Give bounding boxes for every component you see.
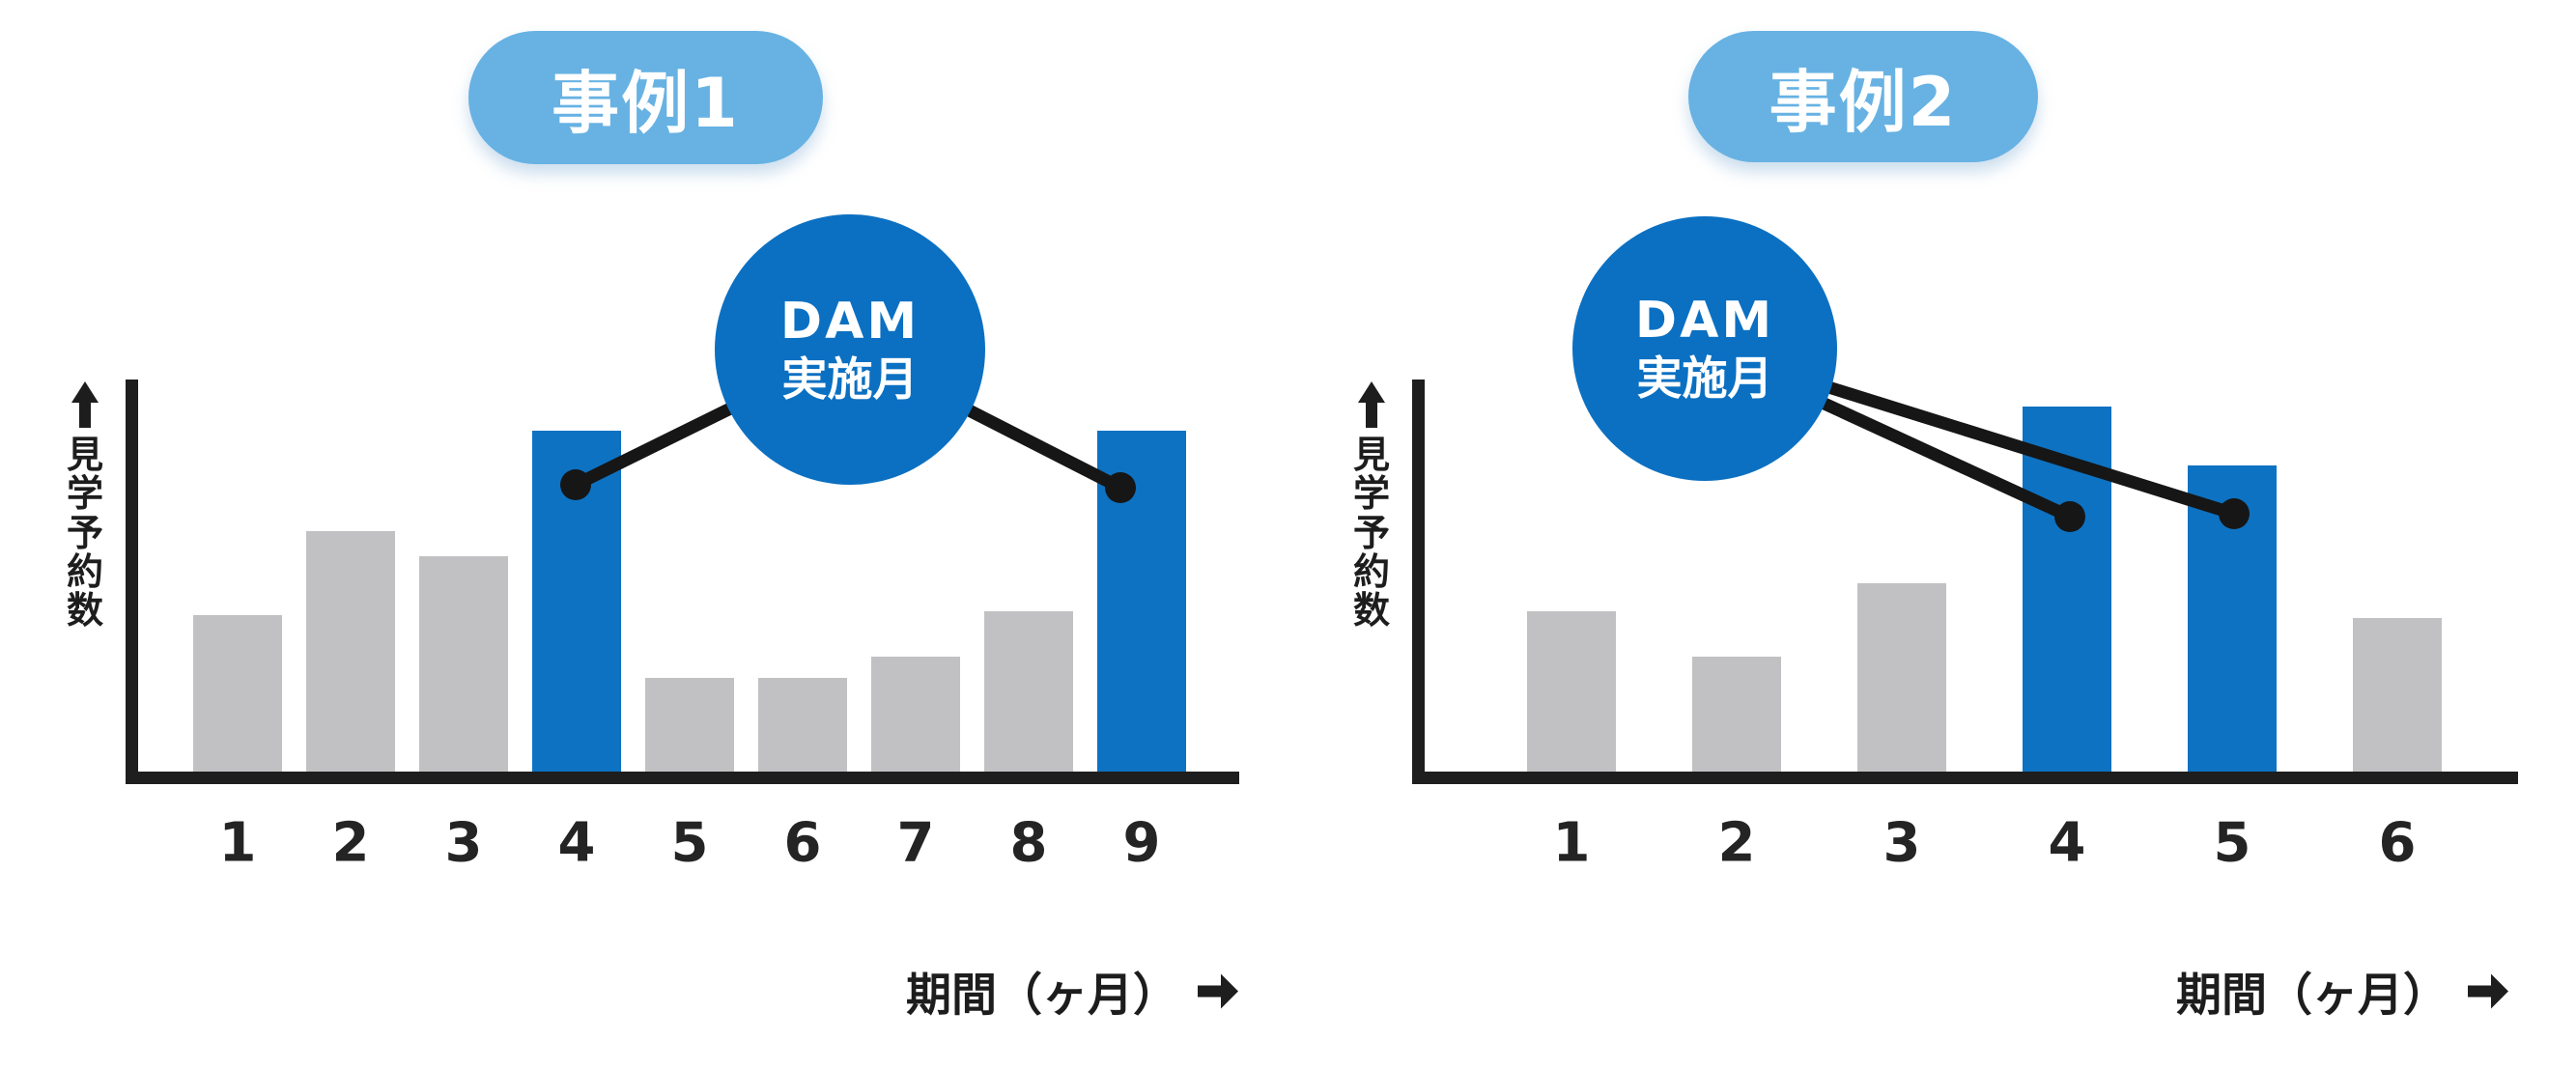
case2-bar-month-6 bbox=[2353, 618, 2442, 778]
case1-badge-label: 事例1 bbox=[552, 63, 740, 143]
case2-tick-6: 6 bbox=[2378, 811, 2417, 875]
case1-ylabel-char: 見 bbox=[66, 434, 104, 476]
case2-connector-dot-4 bbox=[2054, 501, 2085, 532]
case1-bar-month-5 bbox=[645, 678, 734, 778]
up-arrow-icon bbox=[1357, 381, 1385, 428]
case2-tick-4: 4 bbox=[2048, 811, 2086, 875]
case1-connector-dot-9 bbox=[1105, 472, 1136, 503]
case1-bar-month-1 bbox=[193, 615, 282, 778]
case1-tick-7: 7 bbox=[896, 811, 935, 875]
case2-connector-dot-5 bbox=[2219, 498, 2250, 529]
case1-tick-3: 3 bbox=[444, 811, 483, 875]
case2-tick-1: 1 bbox=[1552, 811, 1591, 875]
case1-ylabel-char: 予 bbox=[66, 511, 104, 554]
case2-ylabel-char: 予 bbox=[1352, 511, 1391, 554]
case2-ylabel-char: 数 bbox=[1352, 589, 1391, 633]
case1-bar-month-8 bbox=[984, 611, 1073, 778]
case1-tick-2: 2 bbox=[331, 811, 370, 875]
case2-badge: 事例2 bbox=[1688, 31, 2038, 162]
case2-bar-month-3 bbox=[1857, 583, 1946, 778]
case1-tick-8: 8 bbox=[1009, 811, 1048, 875]
case2-ylabel-char: 約 bbox=[1352, 549, 1391, 593]
case1-x-axis bbox=[126, 772, 1239, 784]
case2-callout-line1: DAM bbox=[1634, 291, 1775, 350]
case1-ylabel-char: 数 bbox=[66, 589, 104, 633]
case1-bar-month-2 bbox=[306, 531, 395, 778]
case1-callout-line2: 実施月 bbox=[781, 353, 919, 408]
case2-tick-3: 3 bbox=[1882, 811, 1921, 875]
case1-bar-month-7 bbox=[871, 657, 960, 778]
case1-x-axis-label-text: 期間（ヶ月） bbox=[906, 969, 1178, 1023]
case2-badge-label: 事例2 bbox=[1769, 62, 1958, 142]
case1-connector-dot-4 bbox=[560, 469, 591, 500]
case2-bar-month-2 bbox=[1692, 657, 1781, 778]
case1-dam-callout: DAM 実施月 bbox=[715, 214, 985, 485]
case1-x-axis-label: 期間（ヶ月） bbox=[906, 958, 1238, 1025]
case1-tick-1: 1 bbox=[218, 811, 257, 875]
case2-tick-2: 2 bbox=[1717, 811, 1756, 875]
up-arrow-icon bbox=[71, 381, 99, 428]
case2-tick-5: 5 bbox=[2213, 811, 2251, 875]
case1-tick-9: 9 bbox=[1122, 811, 1161, 875]
case2-ylabel-char: 学 bbox=[1352, 472, 1391, 516]
case1-callout-line1: DAM bbox=[779, 292, 920, 351]
case1-tick-6: 6 bbox=[783, 811, 822, 875]
case2-bar-month-1 bbox=[1527, 611, 1616, 778]
case2-callout-line2: 実施月 bbox=[1636, 352, 1773, 407]
case2-ylabel-char: 見 bbox=[1352, 434, 1391, 476]
case1-tick-5: 5 bbox=[670, 811, 709, 875]
case2-y-axis-label-text: 見学予約数 bbox=[1352, 434, 1391, 633]
right-arrow-icon bbox=[1198, 971, 1238, 1010]
case1-ylabel-char: 約 bbox=[66, 549, 104, 593]
case1-y-axis-label: 見学予約数 bbox=[67, 381, 103, 630]
case2-y-axis bbox=[1412, 380, 1425, 784]
case2-dam-callout: DAM 実施月 bbox=[1572, 216, 1837, 481]
case1-y-axis bbox=[126, 380, 138, 784]
case2-y-axis-label: 見学予約数 bbox=[1353, 381, 1390, 630]
case1-bar-month-3 bbox=[419, 556, 508, 778]
case1-bar-month-6 bbox=[758, 678, 847, 778]
case1-tick-4: 4 bbox=[557, 811, 596, 875]
right-arrow-icon bbox=[2468, 971, 2508, 1010]
case2-x-axis bbox=[1412, 772, 2518, 784]
case1-y-axis-label-text: 見学予約数 bbox=[66, 434, 104, 633]
case1-badge: 事例1 bbox=[468, 31, 823, 164]
case2-x-axis-label: 期間（ヶ月） bbox=[2176, 958, 2508, 1025]
case1-ylabel-char: 学 bbox=[66, 472, 104, 516]
case2-x-axis-label-text: 期間（ヶ月） bbox=[2176, 969, 2449, 1023]
